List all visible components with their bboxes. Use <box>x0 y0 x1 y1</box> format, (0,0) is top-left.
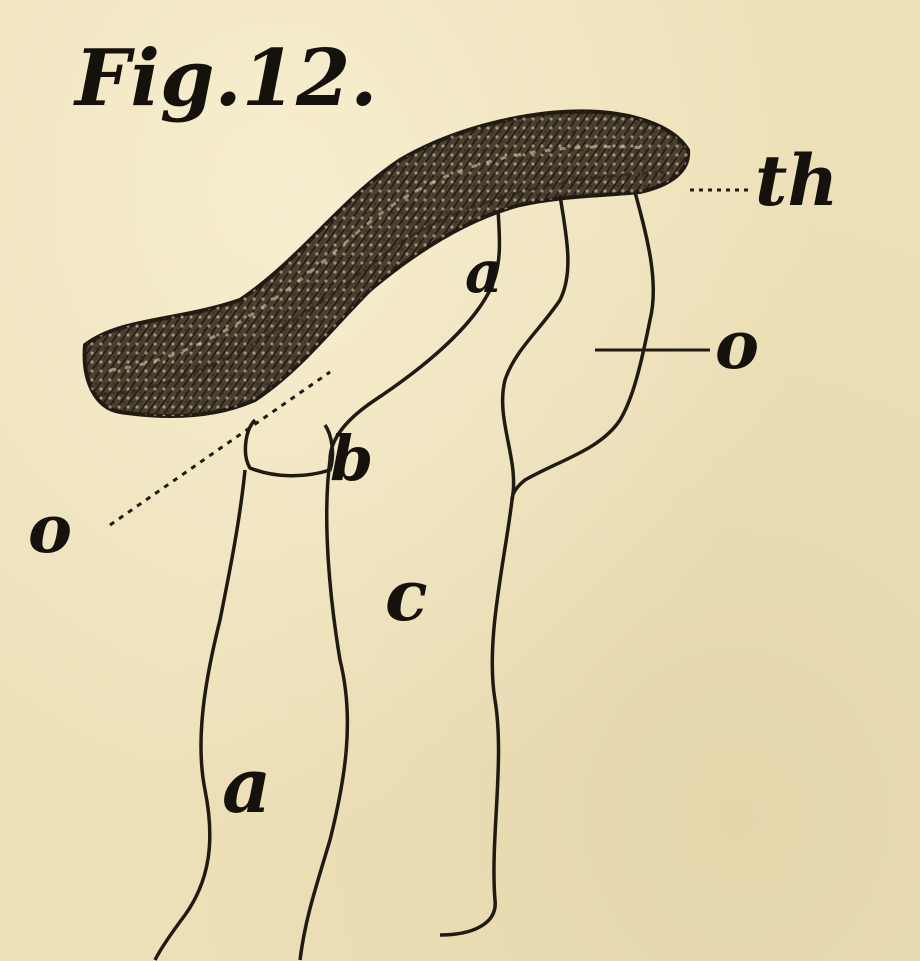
upper-cell-wall-right <box>512 192 653 500</box>
label-c: c <box>385 554 428 637</box>
outer-cell-wall-right <box>440 195 568 935</box>
cell-cap-b <box>245 420 332 476</box>
label-a-upper: a <box>465 238 503 306</box>
label-th: th <box>755 139 838 222</box>
figure-title: Fig.12. <box>73 33 377 124</box>
label-o-right: o <box>715 306 759 384</box>
thread-strand <box>85 111 689 416</box>
label-a-lower: a <box>222 741 271 830</box>
label-b: b <box>330 422 373 495</box>
label-o-left: o <box>28 490 72 568</box>
left-cell-wall <box>155 470 245 960</box>
